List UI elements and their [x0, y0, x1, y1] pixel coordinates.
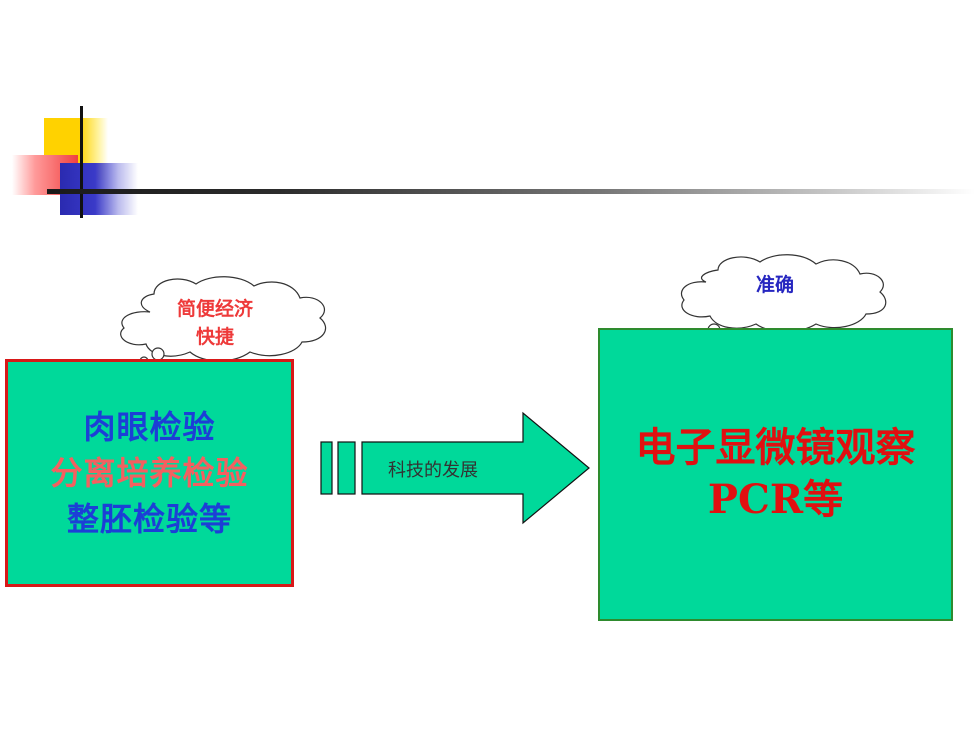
left-bubble-text: 简便经济 快捷: [155, 295, 275, 351]
left-box-line1: 肉眼检验: [83, 408, 216, 446]
arrow-stripe-2: [337, 441, 356, 495]
left-method-box: 肉眼检验 分离培养检验 整胚检验等: [5, 359, 294, 587]
ornament-vertical-line: [80, 106, 83, 218]
right-box-line1: 电子显微镜观察: [635, 424, 916, 471]
left-bubble-line2: 快捷: [195, 326, 234, 348]
right-box-line2: PCR等: [707, 476, 844, 523]
title-divider-line: [47, 189, 975, 194]
left-box-line2: 分离培养检验: [50, 454, 249, 492]
progress-arrow: [320, 411, 590, 525]
right-method-box: 电子显微镜观察 PCR等: [598, 328, 953, 621]
thought-bubble-left: [120, 276, 326, 370]
arrow-body: [361, 411, 590, 525]
arrow-stripe-1: [320, 441, 333, 495]
right-bubble-text: 准确: [755, 274, 794, 296]
left-bubble-line1: 简便经济: [176, 298, 253, 320]
left-box-line3: 整胚检验等: [66, 500, 232, 538]
arrow-label: 科技的发展: [388, 460, 478, 481]
